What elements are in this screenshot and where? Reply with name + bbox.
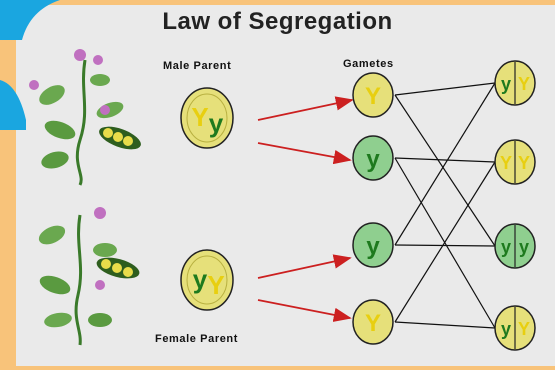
allele-label: y: [193, 264, 208, 294]
allele-label: y: [501, 319, 511, 339]
arrow-line: [258, 300, 350, 318]
cross-line: [395, 162, 495, 322]
allele-label: y: [209, 108, 224, 138]
flower-icon: [74, 49, 86, 61]
gamete-cell: Y: [353, 73, 393, 117]
gamete-cell: y: [353, 136, 393, 180]
cross-line: [395, 158, 495, 162]
allele-label: y: [366, 146, 380, 173]
allele-label: Y: [207, 270, 224, 300]
allele-label: Y: [365, 310, 381, 337]
flower-icon: [93, 55, 103, 65]
allele-label: Y: [500, 153, 512, 173]
arrow-group: [258, 100, 352, 318]
allele-label: Y: [518, 153, 530, 173]
flower-icon: [95, 280, 105, 290]
arrow-line: [258, 258, 350, 278]
pea-pod-icon: [96, 122, 144, 154]
allele-label: y: [519, 237, 529, 257]
allele-label: y: [501, 74, 511, 94]
arrow-line: [258, 100, 352, 120]
gamete-cell: Y: [353, 300, 393, 344]
flower-icon: [100, 105, 110, 115]
pea-plant-icon: [36, 207, 142, 345]
cross-line: [395, 83, 495, 245]
allele-label: Y: [518, 74, 530, 94]
allele-label: Y: [518, 319, 530, 339]
allele-label: Y: [191, 102, 208, 132]
cross-line: [395, 95, 495, 246]
flower-icon: [29, 80, 39, 90]
cross-line: [395, 83, 495, 95]
allele-label: y: [366, 233, 380, 260]
flower-icon: [94, 207, 106, 219]
pea-pod-icon: [94, 254, 141, 283]
cross-line: [395, 322, 495, 328]
cross-line-group: [395, 83, 495, 328]
arrow-line: [258, 143, 350, 160]
gamete-cell: y: [353, 223, 393, 267]
cross-line: [395, 245, 495, 246]
allele-label: Y: [365, 83, 381, 110]
pea-plant-icon: [29, 49, 144, 185]
allele-label: y: [501, 237, 511, 257]
